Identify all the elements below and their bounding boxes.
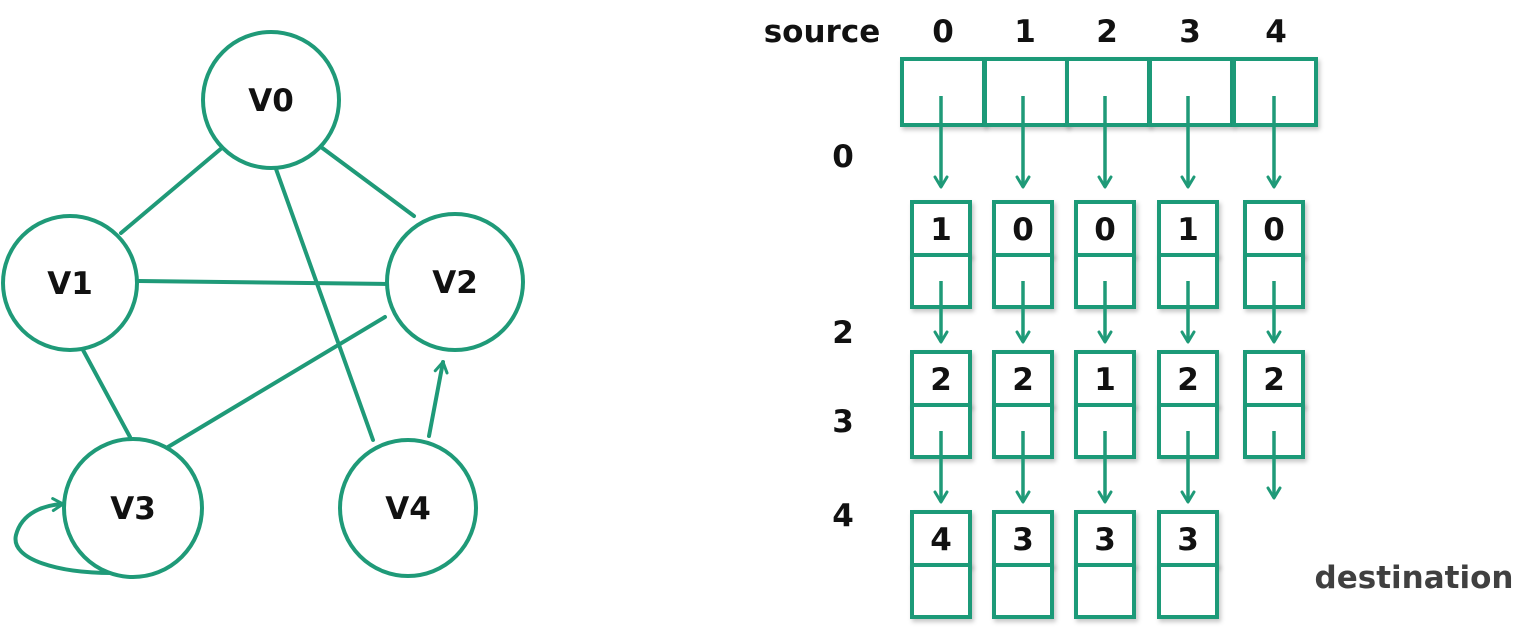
node-value: 4 xyxy=(930,522,952,558)
list-node: 0 xyxy=(992,200,1054,344)
node-v1: V1 xyxy=(1,214,139,352)
source-cell xyxy=(983,57,1069,127)
node-value: 2 xyxy=(1177,362,1199,398)
column-header: 1 xyxy=(1014,14,1036,50)
row-labels: 0 2 3 4 xyxy=(832,139,854,534)
node-next-cell xyxy=(1157,563,1219,619)
node-value: 1 xyxy=(930,212,952,248)
list-node: 3 xyxy=(992,510,1054,619)
destination-label: destination xyxy=(1315,560,1514,596)
list-node: 0 xyxy=(1074,200,1136,344)
node-value: 0 xyxy=(1263,212,1285,248)
node-value: 1 xyxy=(1177,212,1199,248)
node-value-cell xyxy=(910,350,972,407)
edge-v0-v2 xyxy=(319,145,416,218)
node-v4: V4 xyxy=(338,438,478,578)
list-node: 4 xyxy=(910,510,972,619)
node-value: 3 xyxy=(1012,522,1034,558)
node-value: 2 xyxy=(1263,362,1285,398)
node-v2: V2 xyxy=(385,212,525,352)
node-label: V0 xyxy=(248,83,294,119)
node-circle xyxy=(201,30,341,170)
node-circle xyxy=(62,437,204,579)
column-headers: 0 1 2 3 4 xyxy=(932,14,1287,50)
node-value: 2 xyxy=(1012,362,1034,398)
node-circle xyxy=(1,214,139,352)
source-cell xyxy=(1065,57,1151,127)
list-node: 2 xyxy=(992,350,1054,504)
column-header: 4 xyxy=(1265,14,1287,50)
column-header: 2 xyxy=(1096,14,1118,50)
source-label: source xyxy=(764,14,881,50)
node-value-cell xyxy=(910,510,972,567)
row-label: 3 xyxy=(832,404,854,440)
list-node: 2 xyxy=(910,350,972,504)
list-node: 1 xyxy=(1074,350,1136,504)
source-array xyxy=(900,57,1318,189)
node-value: 0 xyxy=(1012,212,1034,248)
source-cell xyxy=(1148,57,1234,127)
list-node: 2 xyxy=(1243,350,1305,500)
node-value: 1 xyxy=(1094,362,1116,398)
node-value: 2 xyxy=(930,362,952,398)
node-label: V1 xyxy=(47,266,93,302)
edge-v2-v3 xyxy=(166,315,387,449)
node-value: 0 xyxy=(1094,212,1116,248)
node-value-cell xyxy=(992,510,1054,567)
graph-edges xyxy=(13,145,449,575)
list-node: 3 xyxy=(1157,510,1219,619)
edge-v0-v4 xyxy=(274,167,375,442)
node-label: V2 xyxy=(432,265,478,301)
column-header: 0 xyxy=(932,14,954,50)
edge-v0-v1 xyxy=(119,145,225,235)
edge-v4-v2 xyxy=(427,360,449,438)
node-next-cell xyxy=(910,563,972,619)
node-value-cell xyxy=(1243,200,1305,257)
column-header: 3 xyxy=(1179,14,1201,50)
edge-v1-v2 xyxy=(136,279,390,286)
node-value: 3 xyxy=(1094,522,1116,558)
list-node: 1 xyxy=(1157,200,1219,344)
row-label: 2 xyxy=(832,315,854,351)
node-next-cell xyxy=(992,563,1054,619)
node-v0: V0 xyxy=(201,30,341,170)
node-v3: V3 xyxy=(62,437,204,579)
node-circle xyxy=(338,438,478,578)
edge-v1-v3 xyxy=(81,348,132,439)
list-node: 1 xyxy=(910,200,972,344)
node-label: V4 xyxy=(385,491,431,527)
list-node: 2 xyxy=(1157,350,1219,504)
node-next-cell xyxy=(1074,563,1136,619)
edge-v3-v3-self-loop xyxy=(13,497,113,575)
adjacency-lists: 1 2 4 0 2 3 0 1 3 1 2 3 0 2 xyxy=(910,200,1305,619)
node-value: 3 xyxy=(1177,522,1199,558)
list-node: 0 xyxy=(1243,200,1305,344)
row-label: 4 xyxy=(832,498,854,534)
row-label: 0 xyxy=(832,139,854,175)
node-circle xyxy=(385,212,525,352)
source-cell xyxy=(900,57,986,127)
list-node: 3 xyxy=(1074,510,1136,619)
node-label: V3 xyxy=(110,491,156,527)
